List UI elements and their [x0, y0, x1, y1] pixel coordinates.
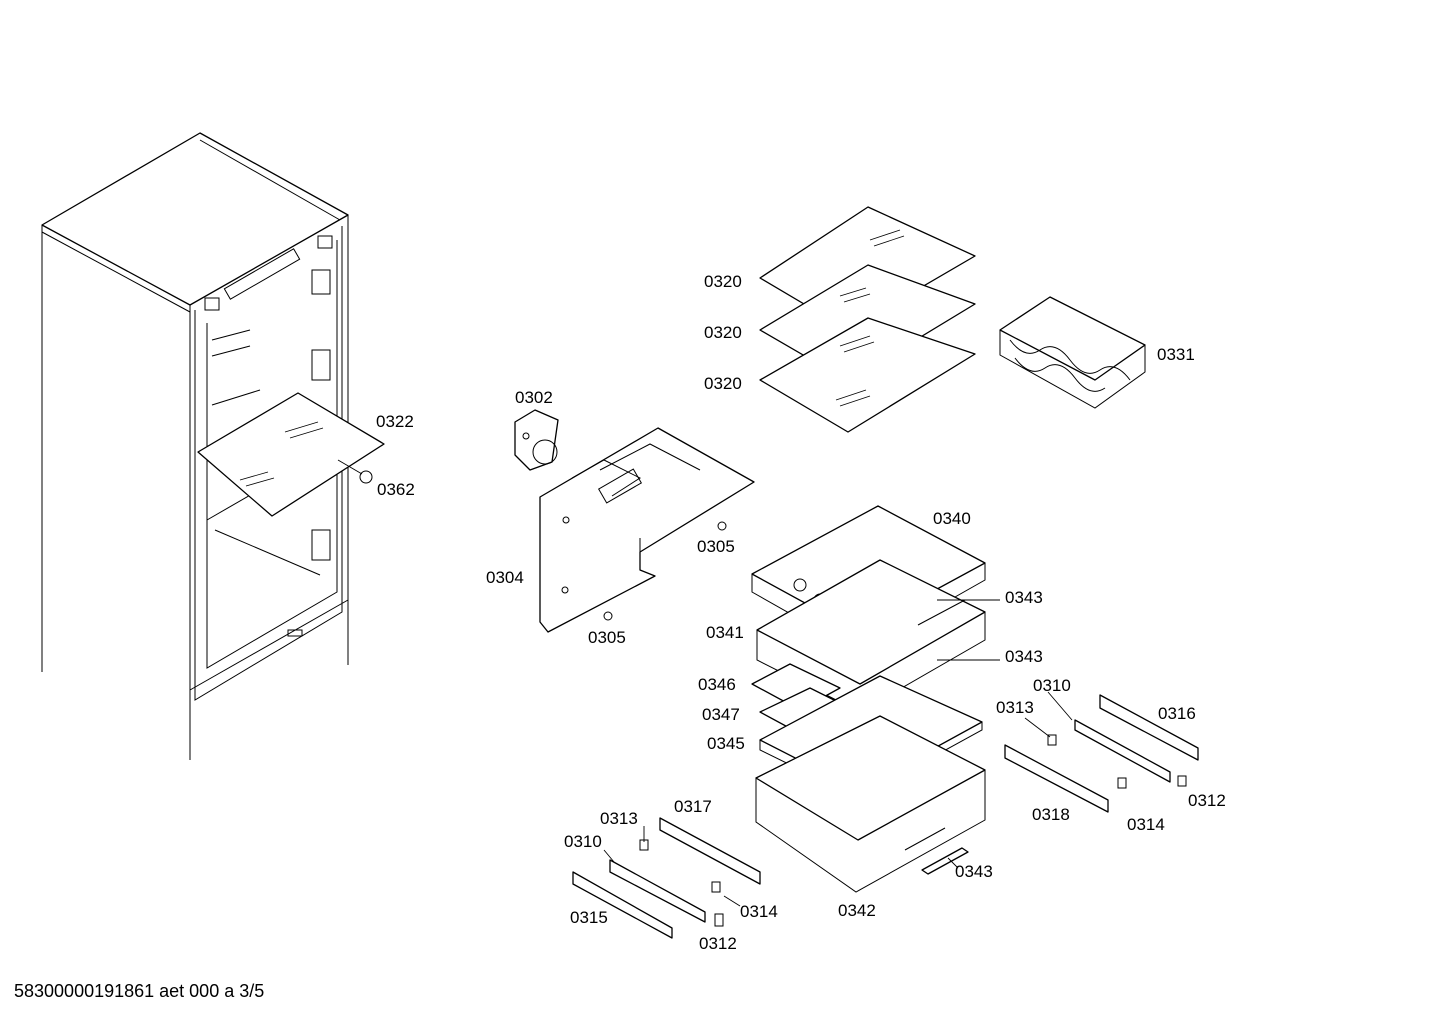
- label-0342: 0342: [838, 901, 876, 920]
- leader-lines: [603, 599, 1073, 907]
- label-0314: 0314: [1127, 815, 1165, 834]
- label-0304: 0304: [486, 568, 524, 587]
- label-0320: 0320: [704, 323, 742, 342]
- drawer-0341: [756, 559, 986, 713]
- label-0343: 0343: [955, 862, 993, 881]
- label-0345: 0345: [707, 734, 745, 753]
- label-0310: 0310: [564, 832, 602, 851]
- label-0346: 0346: [698, 675, 736, 694]
- label-0305: 0305: [697, 537, 735, 556]
- air-duct-0304: [539, 427, 755, 633]
- label-0312: 0312: [1188, 791, 1226, 810]
- label-0340: 0340: [933, 509, 971, 528]
- glass-shelf-0322: [197, 392, 385, 517]
- label-0314: 0314: [740, 902, 778, 921]
- label-0305: 0305: [588, 628, 626, 647]
- fan-motor-0302: [514, 409, 559, 471]
- label-0313: 0313: [600, 809, 638, 828]
- label-0302: 0302: [515, 388, 553, 407]
- rails-right: [1004, 694, 1199, 813]
- crisper-drawer-0342: [755, 715, 986, 893]
- label-0318: 0318: [1032, 805, 1070, 824]
- label-0320: 0320: [704, 272, 742, 291]
- label-0347: 0347: [702, 705, 740, 724]
- part-labels: 0322 0362 0302 0304 0305 0305 0320 0320 …: [376, 272, 1226, 953]
- label-0316: 0316: [1158, 704, 1196, 723]
- label-0343: 0343: [1005, 647, 1043, 666]
- label-0341: 0341: [706, 623, 744, 642]
- label-0331: 0331: [1157, 345, 1195, 364]
- rails-left: [572, 817, 761, 939]
- label-0315: 0315: [570, 908, 608, 927]
- label-0317: 0317: [674, 797, 712, 816]
- glass-shelves-0320: [759, 206, 976, 433]
- bottle-rack-0331: [999, 296, 1146, 409]
- label-0362: 0362: [377, 480, 415, 499]
- label-0320: 0320: [704, 374, 742, 393]
- label-0312: 0312: [699, 934, 737, 953]
- label-0310: 0310: [1033, 676, 1071, 695]
- label-0322: 0322: [376, 412, 414, 431]
- label-0313: 0313: [996, 698, 1034, 717]
- label-0343: 0343: [1005, 588, 1043, 607]
- document-reference: 58300000191861 aet 000 a 3/5: [14, 981, 265, 1001]
